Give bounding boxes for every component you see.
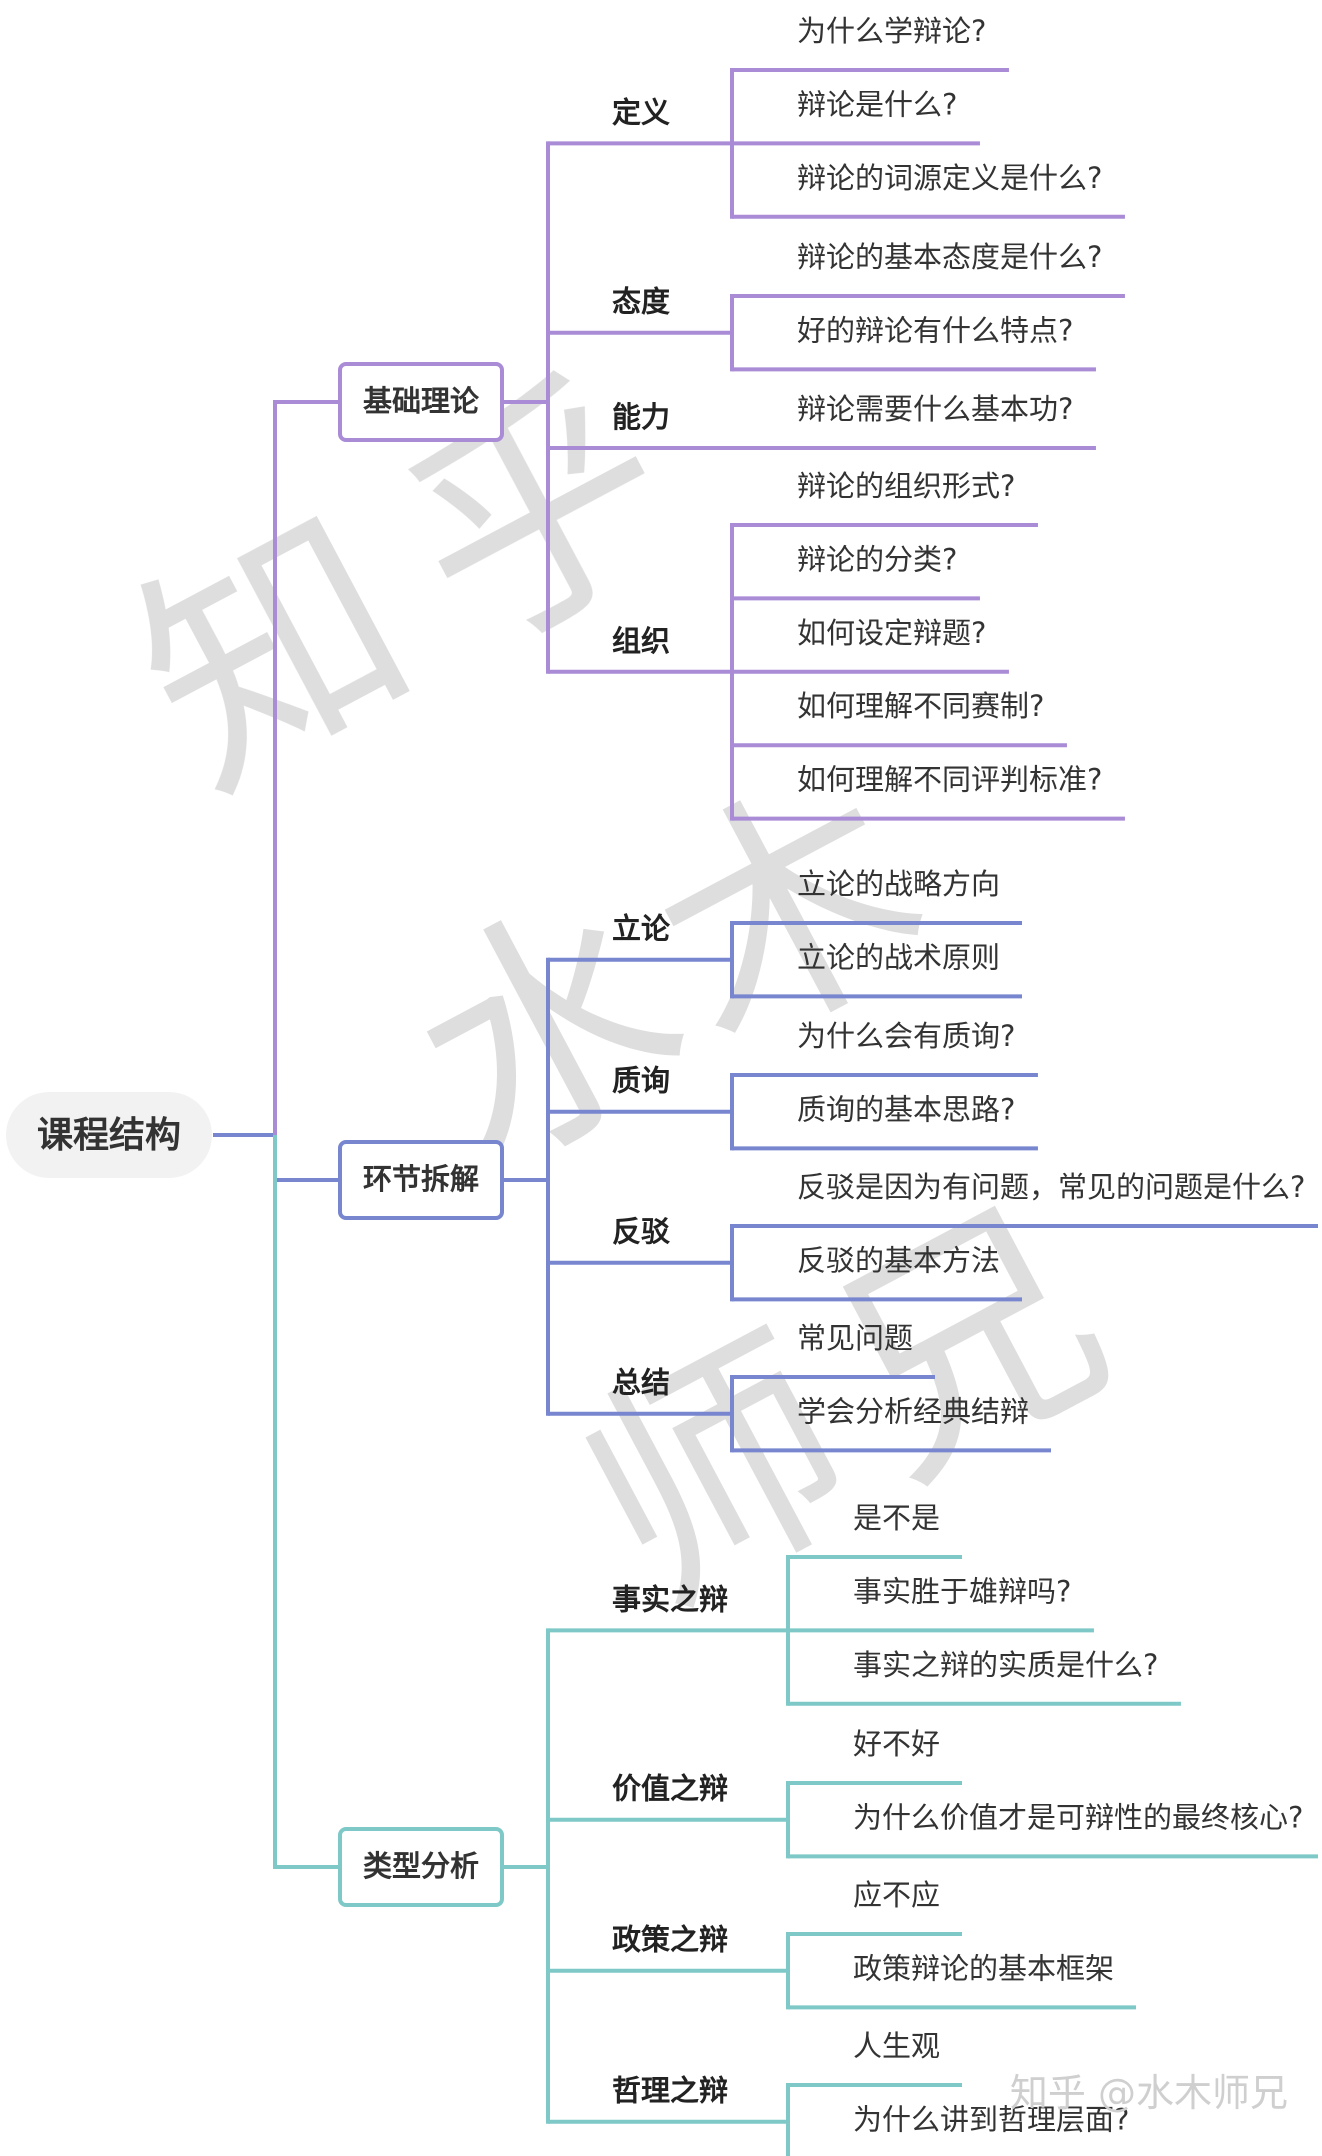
leaf-label: 如何理解不同赛制?: [797, 689, 1044, 723]
category-label: 反驳: [612, 1215, 671, 1249]
watermark-credit: 知乎 @水木师兄: [1010, 2071, 1288, 2115]
leaf-label: 反驳是因为有问题，常见的问题是什么?: [797, 1170, 1305, 1204]
category-1-1: 定义 为什么学辩论? 辩论是什么? 辩论的词源定义是什么?: [548, 14, 1125, 219]
leaf-label: 辩论是什么?: [797, 87, 957, 121]
leaf-label: 常见问题: [797, 1321, 913, 1355]
leaf-label: 为什么学辩论?: [797, 14, 986, 48]
branch-label: 环节拆解: [363, 1162, 479, 1196]
leaf-label: 事实之辩的实质是什么?: [853, 1648, 1158, 1682]
leaf-label: 政策辩论的基本框架: [853, 1951, 1114, 1985]
leaf-label: 好的辩论有什么特点?: [797, 313, 1073, 347]
root-node-bg: [6, 1092, 212, 1178]
leaf-label: 好不好: [853, 1727, 940, 1761]
leaf-label: 质询的基本思路?: [797, 1092, 1015, 1126]
leaf-label: 辩论需要什么基本功?: [797, 392, 1073, 426]
category-label: 质询: [612, 1064, 670, 1098]
category-1-2: 态度 辩论的基本态度是什么? 好的辩论有什么特点?: [548, 240, 1125, 372]
leaf-label: 辩论的分类?: [797, 542, 957, 576]
leaf-label: 反驳的基本方法: [797, 1243, 1000, 1277]
leaf-label: 辩论的基本态度是什么?: [797, 240, 1102, 274]
category-label: 态度: [612, 285, 670, 319]
leaf-label: 如何理解不同评判标准?: [797, 763, 1102, 797]
category-label: 价值之辩: [612, 1772, 728, 1806]
category-label: 立论: [612, 912, 671, 946]
category-2-3: 反驳 反驳是因为有问题，常见的问题是什么? 反驳的基本方法: [548, 1170, 1318, 1302]
category-label: 总结: [612, 1366, 670, 1400]
branch-label: 类型分析: [363, 1849, 479, 1883]
branch-1: 基础理论 定义 为什么学辩论? 辩论是什么? 辩论的词源定义是什么? 态度 辩论的基本态度是…: [273, 14, 1125, 1135]
leaf-label: 学会分析经典结辩: [797, 1394, 1029, 1428]
category-label: 政策之辩: [612, 1923, 728, 1957]
category-1-4: 组织 辩论的组织形式? 辩论的分类? 如何设定辩题? 如何理解不同赛制? 如何理解不同评判…: [548, 469, 1125, 821]
root-label: 课程结构: [37, 1115, 181, 1156]
root-node[interactable]: 课程结构: [6, 1092, 212, 1178]
leaf-label: 为什么讲到哲理层面?: [853, 2102, 1129, 2136]
category-label: 能力: [612, 400, 670, 434]
category-label: 组织: [612, 624, 670, 658]
leaf-label: 人生观: [853, 2029, 940, 2063]
category-label: 事实之辩: [612, 1582, 728, 1616]
leaf-label: 如何设定辩题?: [797, 616, 986, 650]
leaf-label: 为什么价值才是可辩性的最终核心?: [853, 1800, 1303, 1834]
branch-label: 基础理论: [363, 384, 480, 418]
leaf-label: 应不应: [853, 1878, 940, 1912]
category-1-3: 能力 辩论需要什么基本功?: [548, 392, 1096, 450]
leaf-label: 辩论的词源定义是什么?: [797, 161, 1102, 195]
leaf-label: 为什么会有质询?: [797, 1019, 1015, 1053]
leaf-label: 辩论的组织形式?: [797, 469, 1015, 503]
leaf-label: 事实胜于雄辩吗?: [853, 1574, 1071, 1608]
leaf-label: 是不是: [853, 1501, 940, 1535]
leaf-label: 立论的战略方向: [797, 867, 1000, 901]
category-label: 哲理之辩: [612, 2074, 728, 2108]
leaf-label: 立论的战术原则: [797, 940, 1000, 974]
category-label: 定义: [612, 95, 670, 129]
category-2-2: 质询 为什么会有质询? 质询的基本思路?: [548, 1019, 1038, 1151]
